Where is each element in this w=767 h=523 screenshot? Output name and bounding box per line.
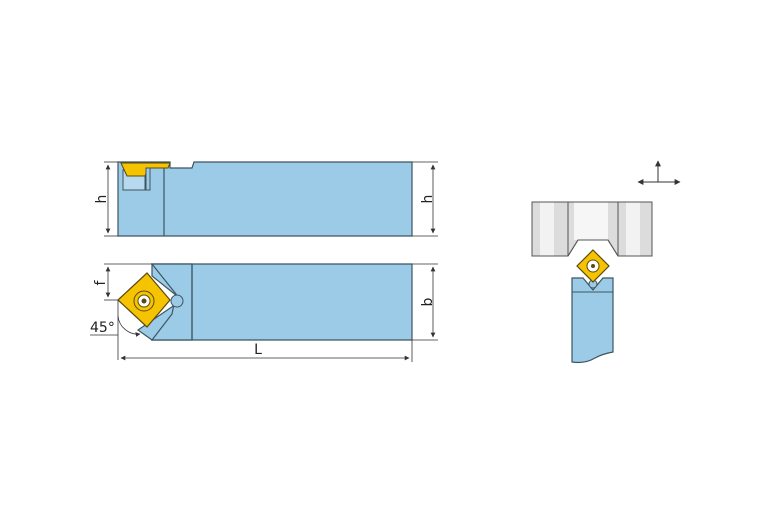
dim-h-left-label: h xyxy=(94,195,110,204)
top-view: f 45° b L xyxy=(90,263,438,362)
side-view-holder-body xyxy=(117,161,413,237)
top-view-holder-body xyxy=(136,263,413,341)
up-left-right-arrows-icon xyxy=(637,160,681,185)
dim-L-label: L xyxy=(254,342,262,358)
dim-b-label: b xyxy=(420,297,436,306)
side-view: h h xyxy=(94,161,438,237)
top-view-clamp-screw xyxy=(170,294,184,308)
application-view xyxy=(531,160,681,364)
torx-screw-icon xyxy=(133,290,155,312)
dim-h-right-label: h xyxy=(420,195,436,204)
application-holder xyxy=(571,277,614,364)
side-view-clamp xyxy=(145,167,151,191)
dim-f-label: f xyxy=(93,279,109,285)
dim-angle-arc xyxy=(117,315,141,337)
dim-angle-label: 45° xyxy=(90,320,115,336)
